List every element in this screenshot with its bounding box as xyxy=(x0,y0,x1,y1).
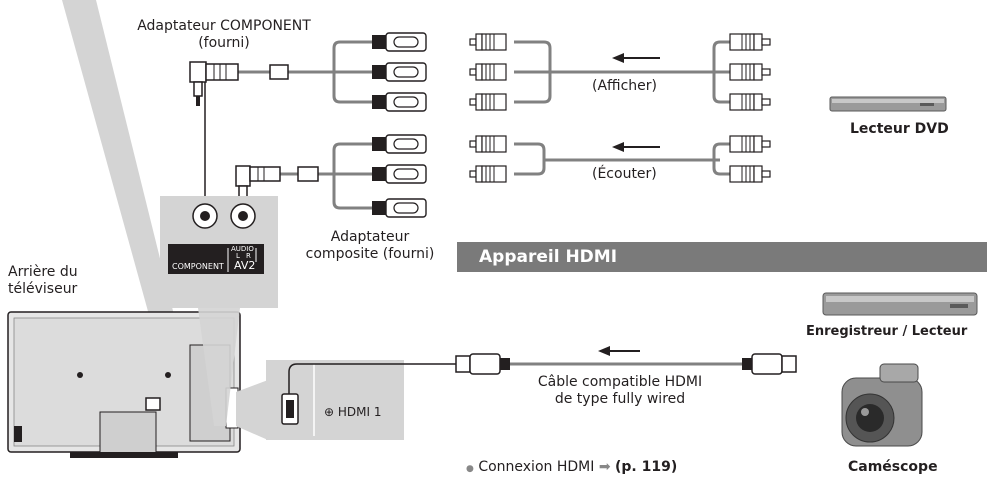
audio-l-label: L xyxy=(236,252,240,260)
audio-r-label: R xyxy=(246,252,251,260)
component-mini-plug xyxy=(189,61,289,106)
camcorder-icon xyxy=(841,363,923,447)
dvd-player-icon xyxy=(829,96,947,112)
hdmi-cable-label: Câble compatible HDMI de type fully wire… xyxy=(520,374,720,408)
hdmi-input-icon: ⊕ xyxy=(324,405,335,419)
hdmi-cable-line2: de type fully wired xyxy=(554,391,686,407)
tv-back-line2: téléviseur xyxy=(8,281,78,297)
component-adapter-line2: (fourni) xyxy=(198,35,250,51)
hdmi-panel xyxy=(266,360,404,440)
arrow-left-icon xyxy=(612,142,660,152)
hdmi-port-text: HDMI 1 xyxy=(337,405,382,419)
audio-label: AUDIO xyxy=(231,245,254,253)
composite-adapter-label: Adaptateur composite (fourni) xyxy=(290,229,450,263)
arrow-right-icon: ➡ xyxy=(598,459,611,475)
hdmi-port-label: ⊕ HDMI 1 xyxy=(324,404,382,421)
av2-input-panel xyxy=(160,196,278,308)
page-reference-link[interactable]: (p. 119) xyxy=(615,459,678,475)
arrow-left-icon xyxy=(598,346,640,356)
recorder-icon xyxy=(822,292,978,316)
hdmi-connection-text: Connexion HDMI xyxy=(478,459,595,475)
tv-back-icon xyxy=(7,311,241,458)
av2-port-label: AV2 xyxy=(234,259,256,272)
bullet-icon: ● xyxy=(466,464,474,474)
tv-back-label: Arrière du téléviseur xyxy=(8,264,78,298)
component-port-label: COMPONENT xyxy=(172,262,224,271)
recorder-label: Enregistreur / Lecteur xyxy=(806,324,968,339)
tv-back-line1: Arrière du xyxy=(8,264,78,280)
dvd-player-label: Lecteur DVD xyxy=(850,121,949,137)
composite-adapter-line2: composite (fourni) xyxy=(305,246,435,262)
hdmi-section-title: Appareil HDMI xyxy=(479,247,618,267)
hdmi-connection-note: ● Connexion HDMI ➡ (p. 119) xyxy=(466,459,677,478)
hdmi-section-header: Appareil HDMI xyxy=(457,242,987,272)
composite-cable xyxy=(260,142,730,210)
camcorder-label: Caméscope xyxy=(848,459,938,475)
arrow-left-icon xyxy=(612,53,660,63)
component-adapter-line1: Adaptateur COMPONENT xyxy=(137,18,311,34)
composite-adapter-line1: Adaptateur xyxy=(330,229,410,245)
component-adapter-label: Adaptateur COMPONENT (fourni) xyxy=(124,18,324,52)
ecouter-label: (Écouter) xyxy=(592,166,657,182)
composite-mini-plug xyxy=(235,165,319,206)
hdmi-cable-line1: Câble compatible HDMI xyxy=(537,374,703,390)
hdmi-cable xyxy=(288,353,797,394)
afficher-label: (Afficher) xyxy=(592,78,657,94)
